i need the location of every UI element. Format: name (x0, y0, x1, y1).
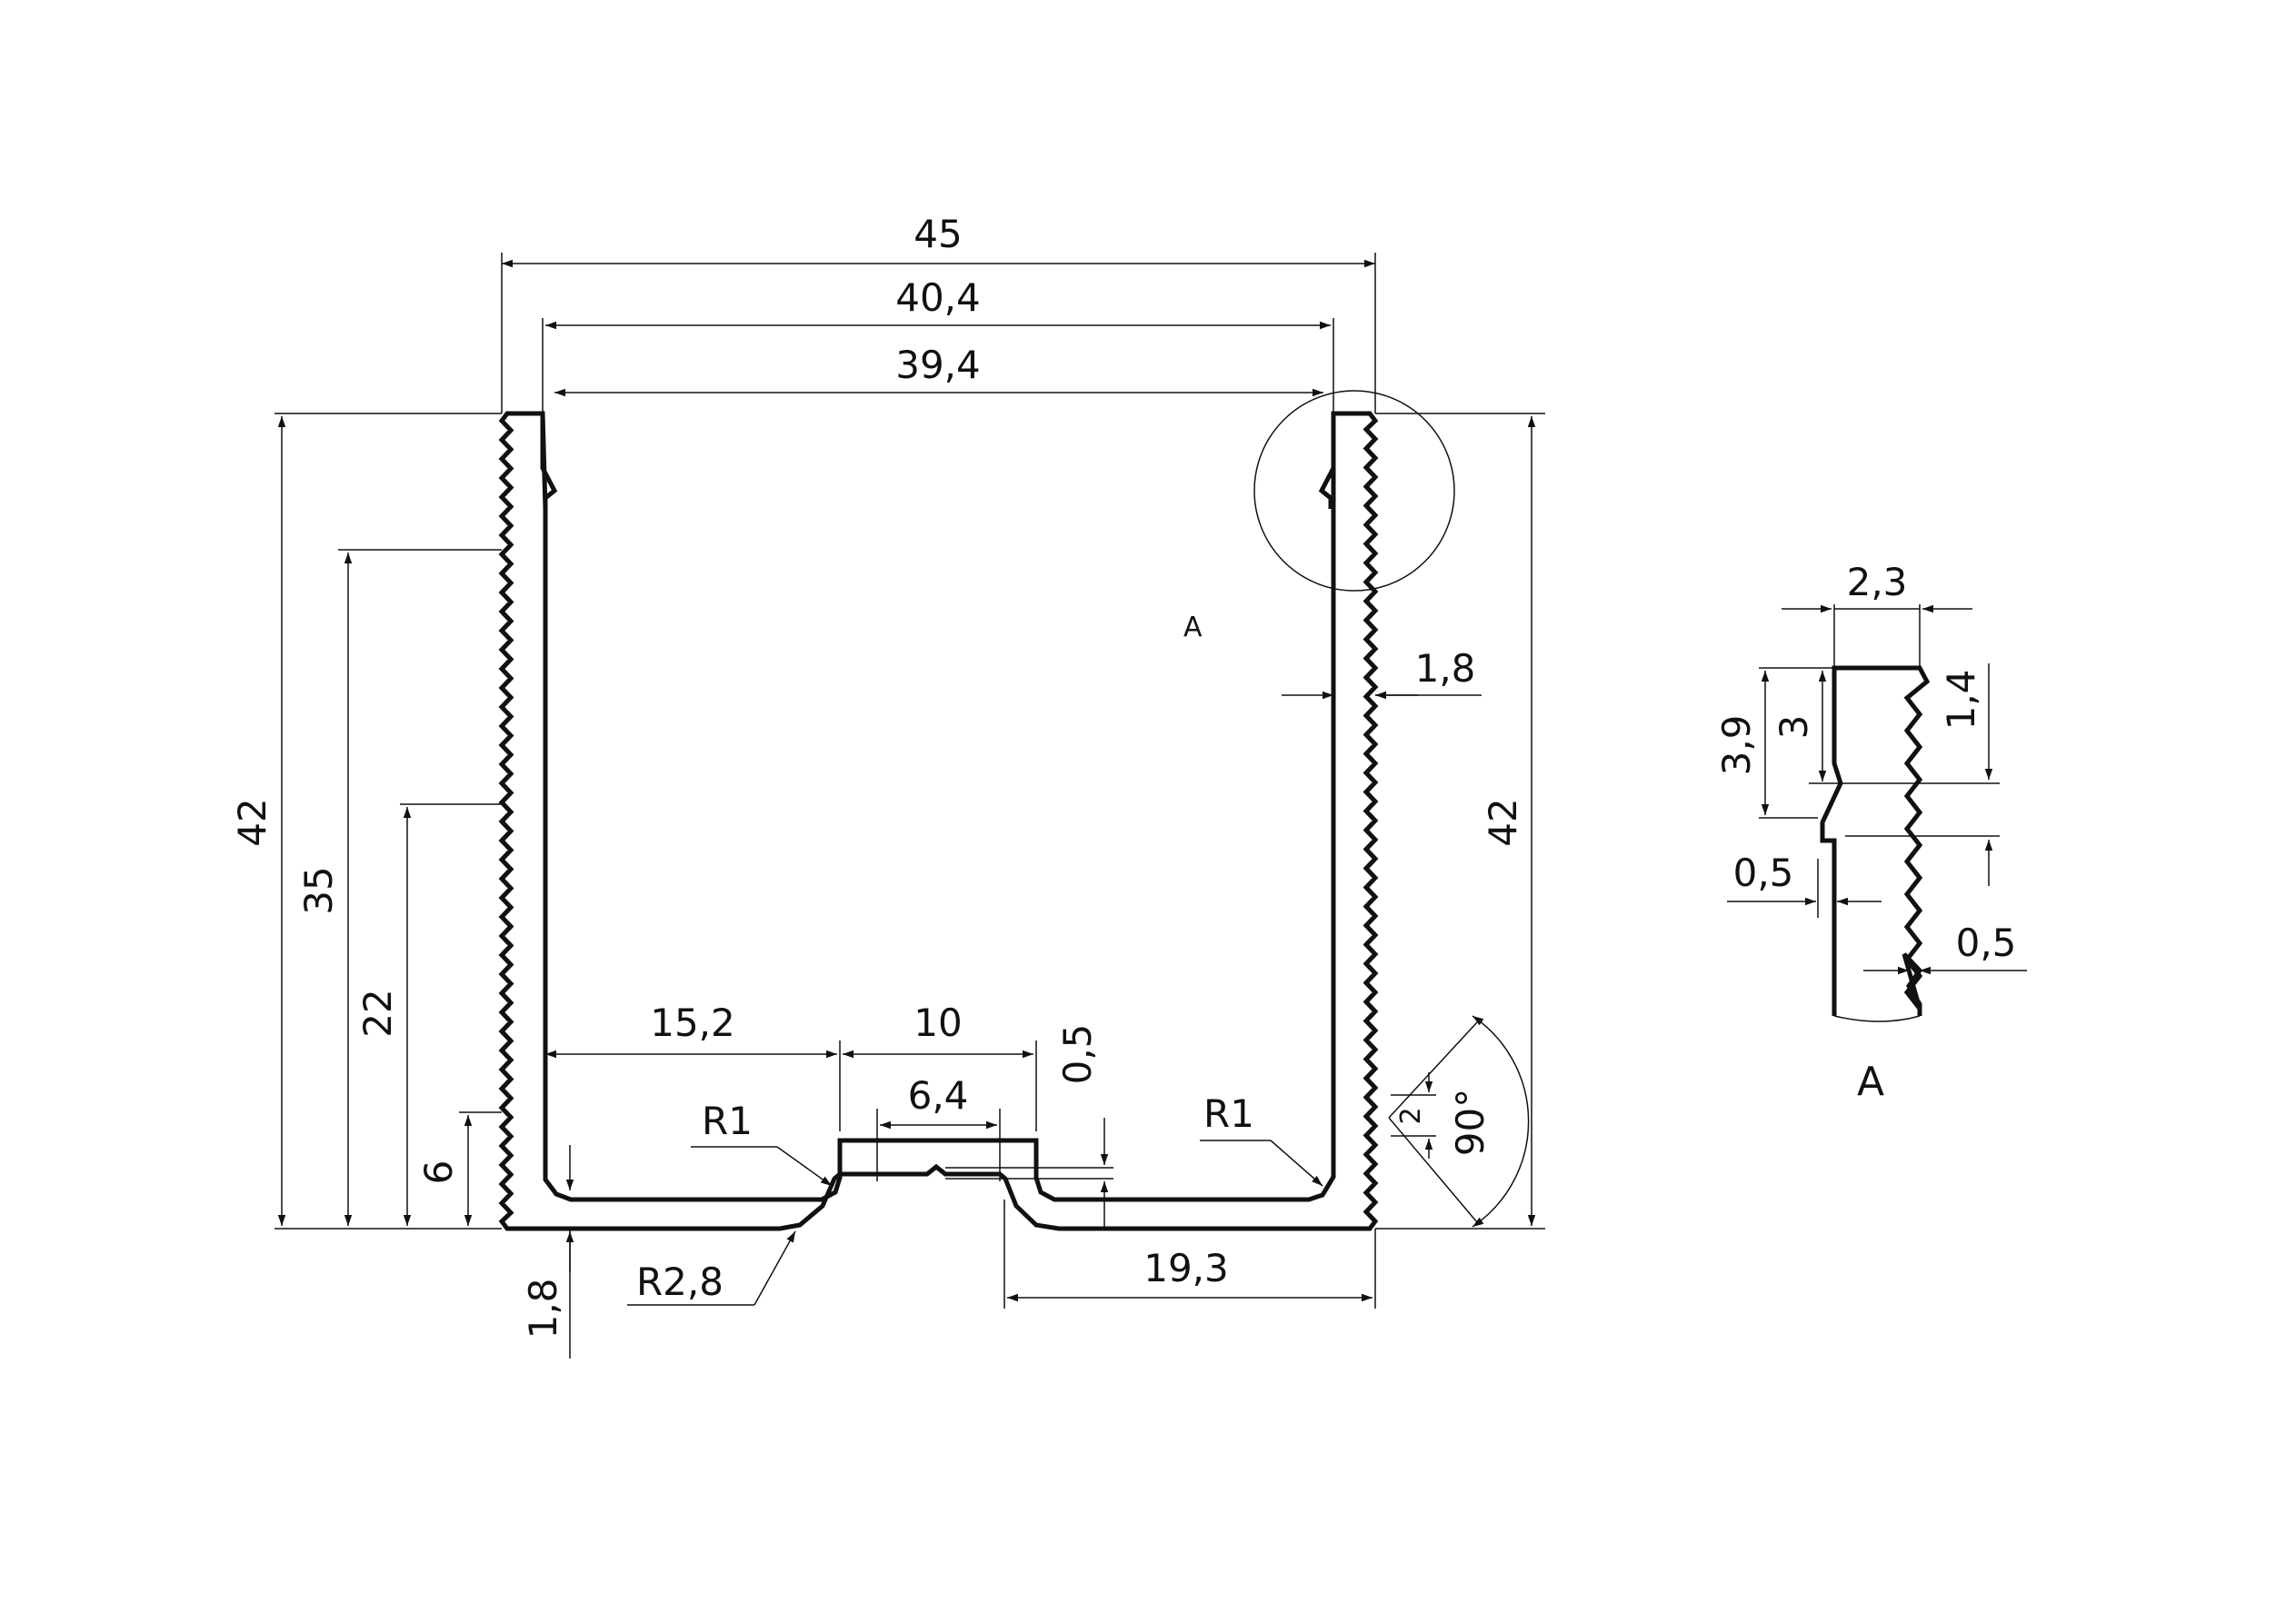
dim-10: 10 (913, 1001, 962, 1045)
detail-circle (1253, 390, 1455, 592)
detail-dimensions (1727, 604, 2027, 975)
detail-bottom-arc (1833, 1015, 1921, 1022)
radius-r1-right: R1 (1203, 1091, 1254, 1136)
dim-22: 22 (355, 989, 400, 1037)
dim-45: 45 (913, 212, 962, 256)
dim-35: 35 (296, 866, 341, 914)
profile-outline (498, 411, 1379, 1231)
dim-1-8-bottom: 1,8 (521, 1279, 565, 1339)
dim-6: 6 (416, 1160, 461, 1185)
radius-r2-8: R2,8 (636, 1260, 724, 1304)
detail-view-label: A (1857, 1059, 1884, 1105)
detail-dim-0-5-step: 0,5 (1733, 851, 1794, 895)
dim-tooth-angle: 90° (1448, 1089, 1492, 1156)
detail-dim-3: 3 (1772, 715, 1816, 740)
detail-dim-3-9: 3,9 (1714, 715, 1759, 776)
detail-dim-2-3: 2,3 (1847, 560, 1908, 604)
dim-40-4: 40,4 (895, 275, 981, 320)
dim-1-8-wall: 1,8 (1415, 646, 1476, 691)
left-lip-notch (540, 413, 558, 509)
radius-r1-left: R1 (702, 1099, 753, 1143)
dim-42-left: 42 (230, 798, 275, 846)
right-lip-notch (1318, 413, 1336, 509)
main-dimensions (275, 253, 1545, 1359)
dim-0-5: 0,5 (1055, 1024, 1100, 1085)
detail-marker-label: A (1183, 612, 1203, 643)
dim-6-4: 6,4 (908, 1073, 969, 1118)
detail-a-outline (1820, 665, 1931, 1016)
detail-dim-1-4: 1,4 (1939, 670, 1983, 731)
dim-15-2: 15,2 (650, 1001, 735, 1045)
detail-dim-0-5-tooth: 0,5 (1956, 921, 2017, 965)
dim-42-right: 42 (1481, 798, 1525, 846)
dim-39-4: 39,4 (895, 343, 981, 387)
detail-profile (1820, 665, 1931, 1016)
u-channel-profile (498, 411, 1379, 1231)
dim-tooth-pitch: 2 (1395, 1107, 1427, 1124)
dim-19-3: 19,3 (1143, 1246, 1229, 1290)
